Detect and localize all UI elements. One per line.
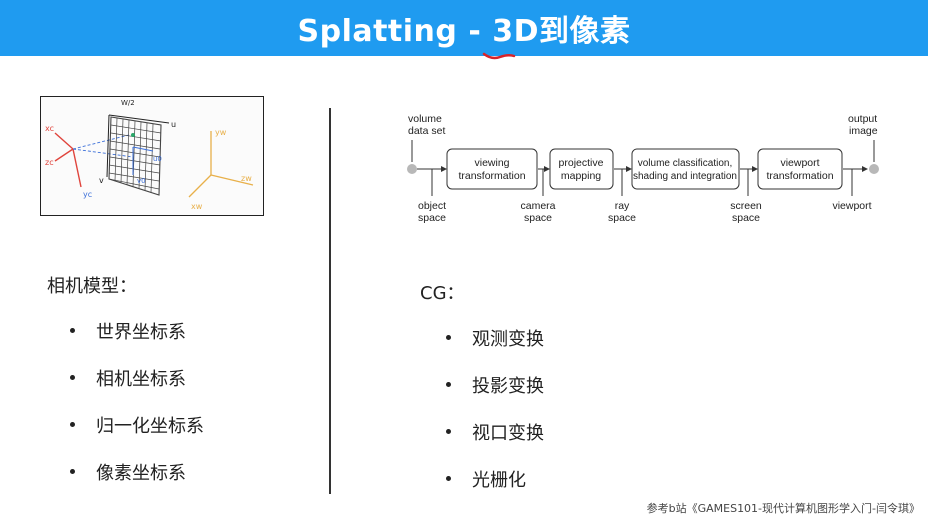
pipeline-start-node <box>407 164 417 174</box>
image-plane-grid <box>108 116 162 196</box>
start-label-line2: data set <box>408 125 445 137</box>
space-screen-line1: screen <box>730 200 762 212</box>
end-label-line2: image <box>849 125 878 137</box>
label-u0: u0 <box>153 155 162 163</box>
space-viewport: viewport <box>832 200 871 212</box>
label-v0: v0 <box>137 177 146 185</box>
axis-zc-line <box>54 148 74 162</box>
stage-viewing-line2: transformation <box>458 170 525 182</box>
stage-projective-line2: mapping <box>561 170 601 182</box>
rendering-pipeline-diagram: volume data set output image viewing tra… <box>407 113 879 224</box>
stage-volume-line1: volume classification, <box>638 158 732 169</box>
end-label-line1: output <box>848 113 877 125</box>
label-u: u <box>171 120 176 129</box>
list-item: 观测变换 <box>446 325 544 372</box>
stage-viewport-transformation <box>757 148 843 190</box>
space-object-line1: object <box>418 200 446 212</box>
label-zc: zc <box>45 158 54 167</box>
stage-volume-line2: shading and integration <box>633 171 737 182</box>
stage-projective-mapping <box>549 148 614 190</box>
camera-model-sketch: xc zc yc <box>40 96 264 216</box>
list-item: 像素坐标系 <box>70 459 204 506</box>
source-credit: 参考b站《GAMES101-现代计算机图形学入门-闫令琪》 <box>646 502 920 515</box>
space-camera-line2: space <box>524 212 552 224</box>
stage-projective-line1: projective <box>559 157 604 169</box>
space-object-line2: space <box>418 212 446 224</box>
camera-model-drawing: xc zc yc <box>45 99 254 211</box>
pipeline-end-node <box>869 164 879 174</box>
stage-viewport-line2: transformation <box>766 170 833 182</box>
red-ink-annotation <box>482 52 516 60</box>
list-item: 投影变换 <box>446 372 544 419</box>
axis-xc-line <box>54 132 74 150</box>
start-label-line1: volume <box>408 113 442 125</box>
stage-viewing-line1: viewing <box>474 157 509 169</box>
label-v: v <box>99 176 104 185</box>
slide-title: Splatting - 3D到像素 <box>297 14 631 49</box>
cg-heading: CG： <box>420 283 465 304</box>
label-yw: yw <box>215 128 227 137</box>
cg-pipeline-list: 观测变换 投影变换 视口变换 光栅化 <box>446 325 544 513</box>
camera-model-list: 世界坐标系 相机坐标系 归一化坐标系 像素坐标系 <box>70 318 204 506</box>
stage-viewing-transformation <box>446 148 538 190</box>
list-item: 世界坐标系 <box>70 318 204 365</box>
space-camera-line1: camera <box>520 200 555 212</box>
space-ray-line2: space <box>608 212 636 224</box>
label-xc: xc <box>45 124 54 133</box>
list-item: 光栅化 <box>446 466 544 513</box>
list-item: 归一化坐标系 <box>70 412 204 459</box>
stage-volume-classification <box>631 148 740 190</box>
camera-model-heading: 相机模型： <box>47 276 137 297</box>
title-bar: Splatting - 3D到像素 <box>0 0 928 56</box>
stage-viewport-line1: viewport <box>780 157 819 169</box>
axis-yc-line <box>72 148 82 188</box>
label-zw: zw <box>241 174 252 183</box>
column-divider <box>329 108 331 494</box>
principal-point <box>131 133 135 137</box>
label-yc: yc <box>83 190 92 199</box>
list-item: 相机坐标系 <box>70 365 204 412</box>
label-xw: xw <box>191 202 203 211</box>
space-screen-line2: space <box>732 212 760 224</box>
space-ray-line1: ray <box>615 200 630 212</box>
label-width-note: W/2 <box>121 99 135 107</box>
list-item: 视口变换 <box>446 419 544 466</box>
